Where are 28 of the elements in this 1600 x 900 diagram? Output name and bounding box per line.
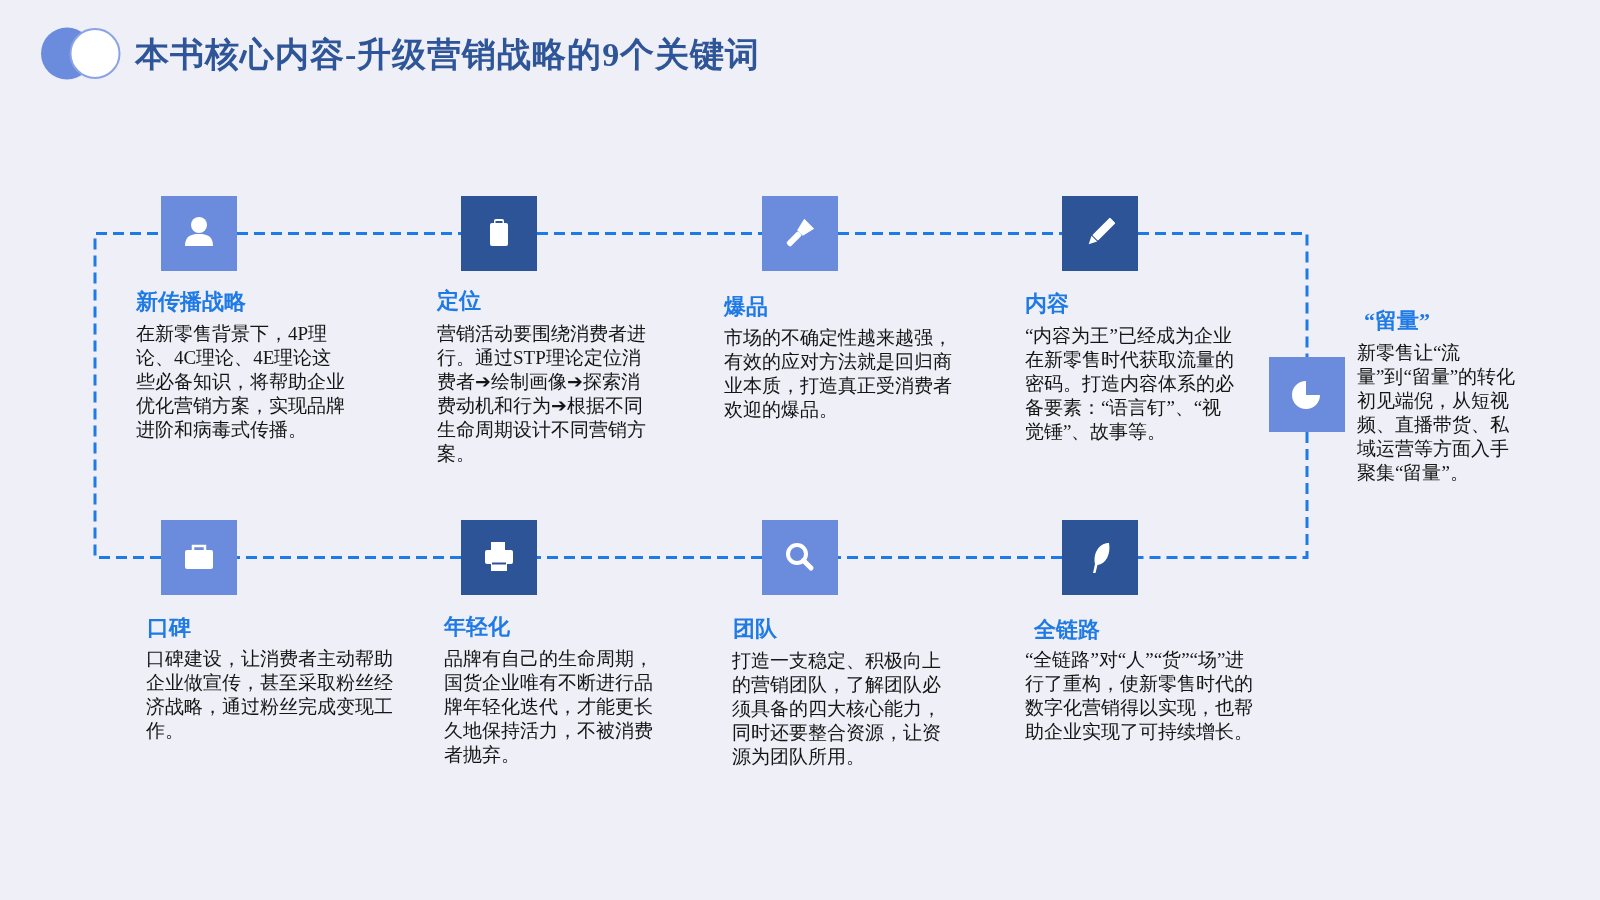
description-text: “内容为王”已经成为企业在新零售时代获取流量的密码。打造内容体系的必备要素：“语言钉”、“视觉锤”、故事等。: [1025, 324, 1235, 444]
dashed-line: [237, 232, 461, 235]
keyword-heading: 内容: [1025, 291, 1069, 317]
dashed-line: [537, 232, 762, 235]
keyword-heading: 团队: [733, 616, 777, 642]
description-text: “全链路”对“人”“货”“场”进行了重构，使新零售时代的数字化营销得以实现，也帮助企业实现了可持续增长。: [1025, 648, 1254, 744]
description-text: 口碑建设，让消费者主动帮助企业做宣传，甚至采取粉丝经济战略，通过粉丝完成变现工作。: [146, 647, 394, 743]
dashed-line: [537, 556, 762, 559]
dashed-line: [838, 556, 1062, 559]
keyword-heading: 定位: [437, 288, 481, 314]
description-text: 打造一支稳定、积极向上的营销团队，了解团队必须具备的四大核心能力，同时还要整合资源，让资源为团队所用。: [732, 649, 942, 769]
keyword-heading: “留量”: [1364, 308, 1430, 334]
keyword-heading: 新传播战略: [136, 289, 246, 315]
dashed-line: [1138, 432, 1309, 559]
description-text: 在新零售背景下，4P理论、4C理论、4E理论这些必备知识，将帮助企业优化营销方案，实现品牌进阶和病毒式传播。: [136, 322, 346, 442]
title: 本书核心内容-升级营销战略的9个关键词: [135, 35, 761, 75]
keyword-heading: 口碑: [147, 615, 191, 641]
description-text: 品牌有自己的生命周期，国货企业唯有不断进行品牌年轻化迭代，才能更长久地保持活力，不被消费者抛弃。: [444, 647, 654, 767]
keyword-heading: 爆品: [724, 294, 768, 320]
dashed-line: [93, 232, 161, 559]
description-text: 营销活动要围绕消费者进行。通过STP理论定位消费者➔绘制画像➔探索消费动机和行为➔根据不同生命周期设计不同营销方案。: [437, 322, 647, 466]
dashed-line: [1138, 232, 1309, 357]
dashed-line: [237, 556, 461, 559]
keyword-heading: 年轻化: [444, 614, 510, 640]
dashed-line: [838, 232, 1062, 235]
keyword-heading: 全链路: [1034, 617, 1100, 643]
description-text: 市场的不确定性越来越强，有效的应对方法就是回归商业本质，打造真正受消费者欢迎的爆品。: [724, 326, 953, 422]
description-text: 新零售让“流量”到“留量”的转化初见端倪，从短视频、直播带货、私域运营等方面入手聚集“留量”。: [1357, 341, 1517, 485]
